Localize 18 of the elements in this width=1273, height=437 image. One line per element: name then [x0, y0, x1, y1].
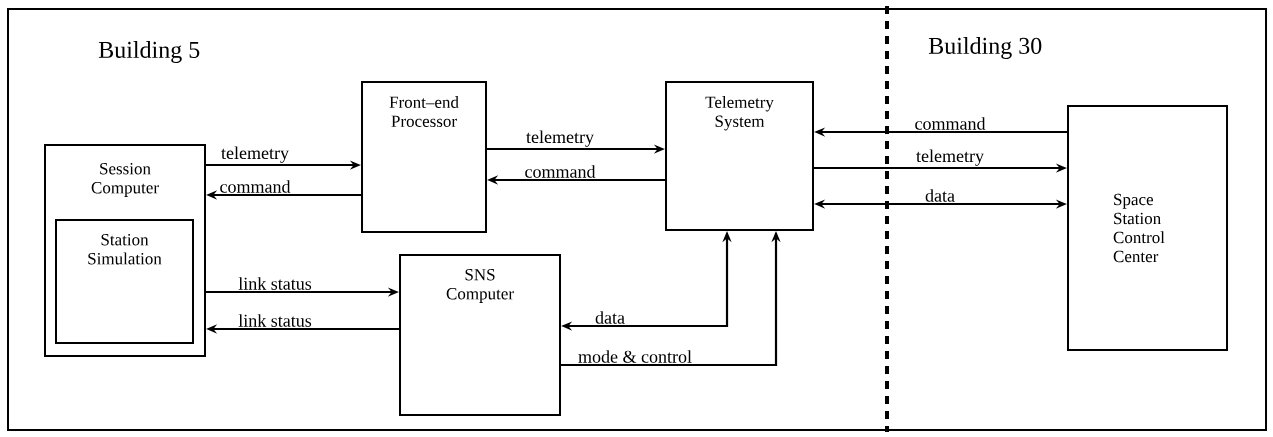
- edge-label: data: [924, 188, 956, 203]
- area-label: Building 30: [928, 37, 1042, 59]
- edge-label: link status: [237, 313, 313, 328]
- edge-label: command: [523, 164, 597, 179]
- block-box: Space Station Control Center: [1067, 105, 1228, 351]
- edge-label: mode & control: [577, 349, 693, 364]
- edge-label: telemetry: [525, 129, 595, 148]
- edge-label: telemetry: [915, 148, 985, 167]
- edge-label: link status: [237, 276, 313, 291]
- edge-label: data: [594, 310, 626, 325]
- block-box: SNS Computer: [399, 254, 561, 416]
- block-box: Station Simulation: [55, 219, 194, 344]
- edge-label: telemetry: [220, 145, 290, 164]
- edge-label: command: [218, 179, 292, 194]
- block-box: Front–end Processor: [361, 81, 487, 233]
- area-label: Building 5: [98, 41, 200, 63]
- edge-label: command: [913, 116, 987, 131]
- block-box: Telemetry System: [665, 81, 814, 231]
